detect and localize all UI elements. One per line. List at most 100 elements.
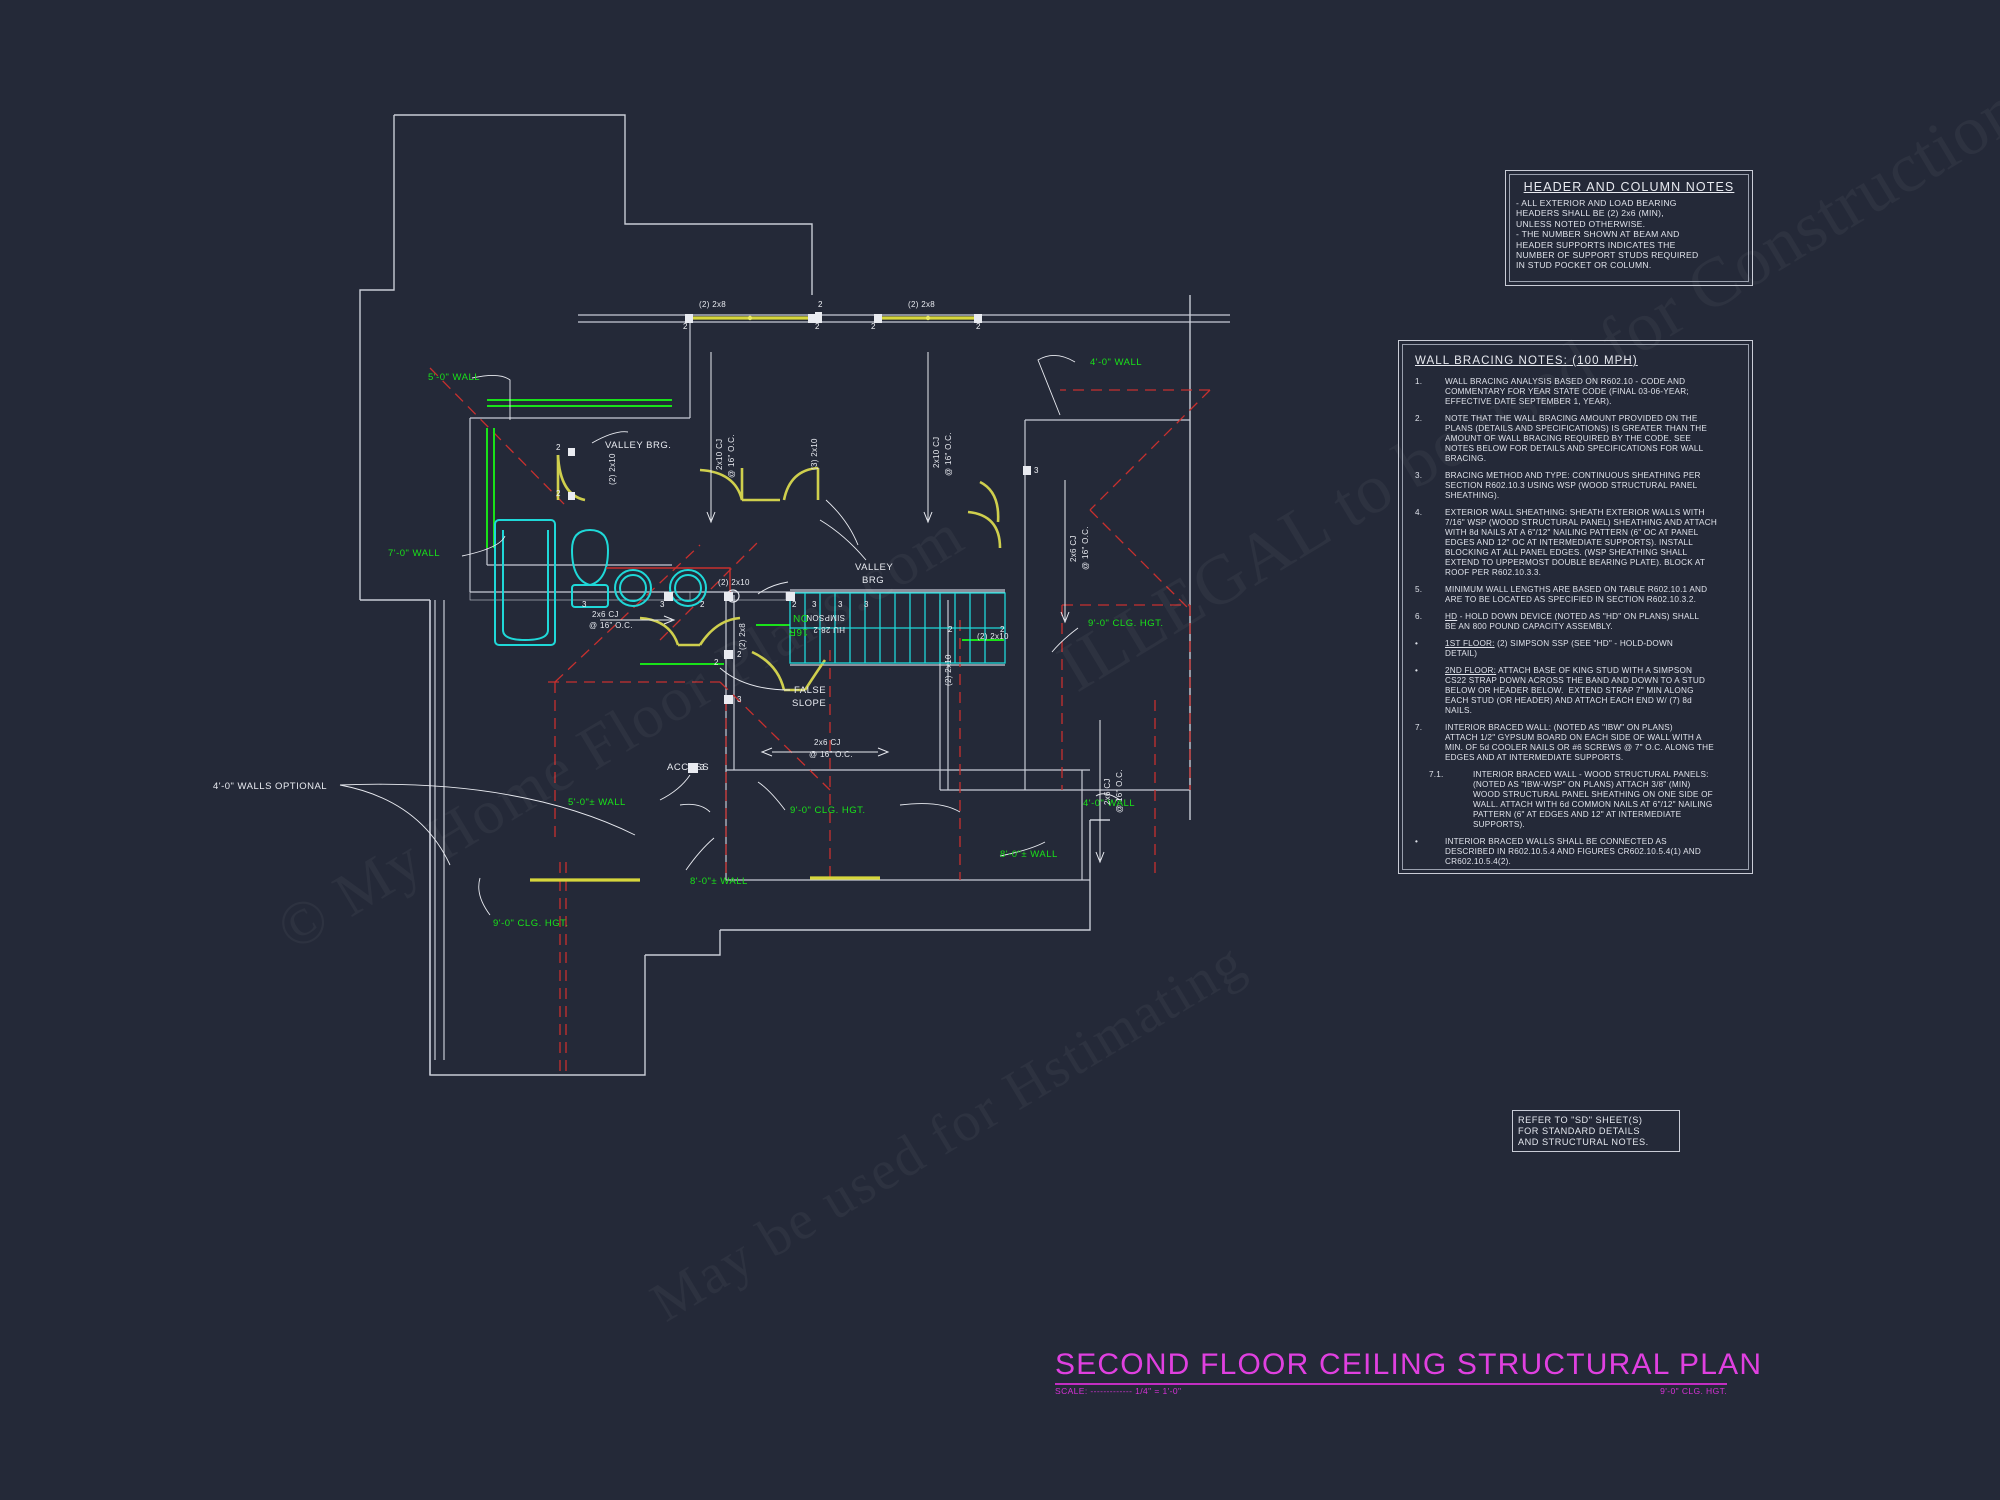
label-joist-2x6-b: 2x6 CJ	[814, 738, 841, 747]
label-wall-5ft-a: 5'-0" WALL	[428, 372, 481, 383]
stair-run	[789, 592, 1006, 664]
stud-count: 2	[737, 650, 742, 659]
label-joist-2x6-right: 2x6 CJ	[1069, 535, 1078, 562]
stud-count: 2	[556, 489, 561, 498]
label-wall-7ft: 7'-0" WALL	[388, 548, 441, 559]
wall-bracing-item: • 2ND FLOOR: ATTACH BASE OF KING STUD WI…	[1415, 666, 1706, 715]
label-clg-hgt-right: 9'-0" CLG. HGT.	[1088, 618, 1164, 629]
stud-count: 3	[864, 600, 869, 609]
door-swings	[556, 454, 1002, 692]
stud-count: 2	[948, 625, 953, 634]
label-joist-spacing-right: @ 16" O.C.	[1081, 526, 1090, 570]
stud-count: 2	[556, 443, 561, 452]
label-joist-spacing-a: @ 16" O.C.	[589, 621, 633, 630]
header-notes-line: IN STUD POCKET OR COLUMN.	[1516, 260, 1652, 271]
wall-bracing-item: 3. BRACING METHOD AND TYPE: CONTINUOUS S…	[1415, 471, 1701, 500]
toilet-icon	[570, 528, 610, 587]
label-valley-b: VALLEY	[855, 562, 894, 573]
label-valley-brg-a: VALLEY BRG.	[605, 440, 672, 451]
stud-count: 3	[582, 600, 587, 609]
header-notes-line: UNLESS NOTED OTHERWISE.	[1516, 218, 1646, 229]
label-joist-spacing-2x10-b: @ 16" O.C.	[944, 432, 953, 476]
stud-count: 2	[1000, 625, 1005, 634]
wall-bracing-item: 2. NOTE THAT THE WALL BRACING AMOUNT PRO…	[1415, 414, 1708, 463]
label-joist-spacing-b: @ 16" O.C.	[809, 750, 853, 759]
label-joist-2x10-b: 2x10 CJ	[932, 436, 941, 468]
header-notes-line: - THE NUMBER SHOWN AT BEAM AND	[1516, 229, 1680, 240]
vanity-counter	[606, 567, 731, 600]
label-beam-2x10-b: (2) 2x10	[977, 632, 1009, 641]
wall-bracing-item: 1. WALL BRACING ANALYSIS BASED ON R602.1…	[1415, 377, 1689, 406]
clg-hgt-label: 9'-0" CLG. HGT.	[1660, 1385, 1727, 1396]
stud-count: 2	[700, 600, 705, 609]
label-false: FALSE	[794, 685, 827, 696]
label-beam-3-2x10: (3) 2x10	[810, 438, 819, 470]
wall-bracing-item: 4. EXTERIOR WALL SHEATHING: SHEATH EXTER…	[1415, 508, 1717, 577]
header-notes-line: NUMBER OF SUPPORT STUDS REQUIRED	[1516, 250, 1699, 261]
title-underline	[1055, 1383, 1727, 1385]
stud-count: 3	[700, 763, 705, 772]
title-block: SECOND FLOOR CEILING STRUCTURAL PLAN SCA…	[1055, 1348, 1762, 1396]
label-beam-2-2x10-vert: (2) 2x10	[608, 453, 617, 485]
label-wall-5ft-b: 5'-0"± WALL	[568, 797, 626, 808]
label-simpson-hanger: SIMPSON	[806, 613, 845, 622]
label-wall-4ft-a: 4'-0" WALL	[1090, 357, 1143, 368]
header-notes-line: HEADER SUPPORTS INDICATES THE	[1516, 239, 1676, 250]
label-walls-optional: 4'-0" WALLS OPTIONAL	[213, 781, 328, 792]
label-slope: SLOPE	[792, 698, 827, 709]
label-beam-2x10-a: (2) 2x10	[718, 578, 750, 587]
wall-bracing-notes-box: WALL BRACING NOTES: (100 MPH) 1. WALL BR…	[1398, 340, 1753, 874]
stud-support-markers	[568, 312, 1031, 773]
stud-count: 2	[976, 322, 981, 331]
wall-bracing-item: 6. HDHD - HOLD DOWN DEVICE (NOTED AS "HD…	[1415, 612, 1700, 631]
wall-bracing-item: • 1ST FLOOR: (2) SIMPSON SSP (SEE "HD" -…	[1415, 639, 1674, 658]
title-subline: SCALE: ------------- 1/4" = 1'-0" 9'-0" …	[1055, 1386, 1727, 1396]
label-beam-2x8-a: (2) 2x8	[699, 300, 726, 309]
stud-count: 2	[683, 322, 688, 331]
refer-standard-details-box: REFER TO "SD" SHEET(S) FOR STANDARD DETA…	[1512, 1110, 1680, 1152]
stud-count: 2	[815, 322, 820, 331]
label-beam-2-2x10-vert-b: (2) 2x10	[944, 654, 953, 686]
label-stair-risers: 16R	[788, 626, 808, 637]
wall-bracing-item: 7. INTERIOR BRACED WALL: (NOTED AS "IBW"…	[1415, 723, 1714, 762]
label-joist-spacing-lower: @ 16" O.C.	[1115, 769, 1124, 813]
page-title: SECOND FLOOR CEILING STRUCTURAL PLAN	[1055, 1348, 1763, 1381]
header-column-notes-box: HEADER AND COLUMN NOTES - ALL EXTERIOR A…	[1505, 170, 1753, 286]
bathtub-icon	[494, 519, 556, 646]
header-notes-title: HEADER AND COLUMN NOTES	[1523, 180, 1735, 194]
plumbing-fixtures	[494, 519, 707, 646]
refer-line: FOR STANDARD DETAILS	[1518, 1126, 1640, 1136]
stud-count: 3	[812, 600, 817, 609]
stud-count: 3	[1034, 466, 1039, 475]
roof-bracing-lines	[429, 367, 1211, 1075]
stud-count: 2	[871, 322, 876, 331]
wall-bracing-item: 5. MINIMUM WALL LENGTHS ARE BASED ON TAB…	[1415, 585, 1708, 604]
wall-bracing-item: • INTERIOR BRACED WALLS SHALL BE CONNECT…	[1415, 837, 1702, 866]
label-brg-b: BRG	[862, 575, 885, 586]
stud-count: 3	[838, 600, 843, 609]
label-wall-8ft-a: 8'-0"± WALL	[690, 876, 748, 887]
label-beam-2x8-b: (2) 2x8	[908, 300, 935, 309]
stud-count: 3	[737, 695, 742, 704]
header-notes-line: - ALL EXTERIOR AND LOAD BEARING	[1516, 198, 1677, 208]
label-joist-2x6-lower: 2x6 CJ	[1103, 778, 1112, 805]
label-joist-2x6-a: 2x6 CJ	[592, 610, 619, 619]
label-simpson-hanger-model: HU 28-2	[813, 625, 845, 634]
label-joist-spacing-2x10-a: @ 16" O.C.	[727, 434, 736, 478]
joist-direction-arrows	[600, 352, 1105, 864]
label-wall-4ft-b: 4'-0" WALL	[1083, 798, 1136, 809]
stud-count: 2	[714, 658, 719, 667]
scale-label: SCALE: ------------- 1/4" = 1'-0"	[1055, 1385, 1182, 1396]
braced-wall-segments	[486, 399, 1004, 665]
stud-count: 3	[660, 600, 665, 609]
label-wall-8ft-b: 8'-0"± WALL	[1000, 849, 1058, 860]
refer-line: REFER TO "SD" SHEET(S)	[1518, 1115, 1643, 1125]
sink-icon-2	[669, 569, 707, 607]
refer-line: AND STRUCTURAL NOTES.	[1518, 1137, 1649, 1147]
label-clg-hgt-left: 9'-0" CLG. HGT.	[493, 918, 569, 929]
sink-icon-1	[614, 569, 652, 607]
label-joist-2x10-a: 2x10 CJ	[715, 438, 724, 470]
label-access: ACCESS	[667, 762, 710, 773]
